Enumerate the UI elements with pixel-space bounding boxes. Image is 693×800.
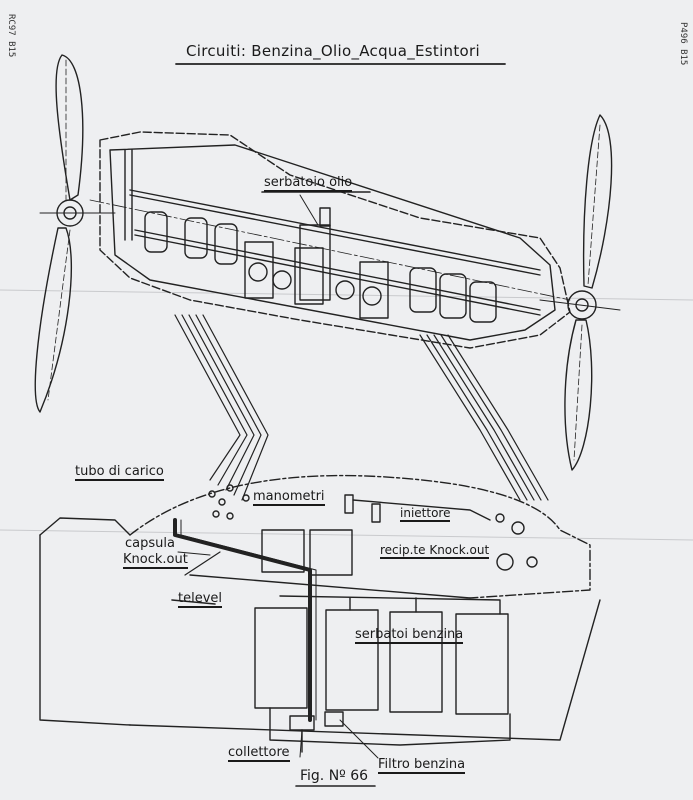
label-serbatoi-benzina: serbatoi benzina bbox=[355, 627, 464, 644]
manometer-gauges bbox=[208, 484, 250, 520]
cylinder-bank bbox=[144, 211, 497, 323]
label-collettore: collettore bbox=[228, 745, 290, 762]
label-iniettore: iniettore bbox=[400, 506, 451, 522]
label-tubo-di-carico: tubo di carico bbox=[75, 464, 164, 481]
diagram-title: Circuiti: Benzina_Olio_Acqua_Estintori bbox=[186, 42, 480, 60]
label-knock-out: Knock.out bbox=[123, 552, 188, 569]
oil-tank bbox=[248, 207, 382, 306]
engine-assembly bbox=[89, 131, 571, 349]
upper-tanks bbox=[261, 529, 353, 576]
label-manometri: manometri bbox=[253, 489, 325, 506]
label-recip-knock-out: recip.te Knock.out bbox=[380, 543, 490, 559]
fuel-tanks bbox=[254, 595, 509, 715]
fold-line bbox=[0, 289, 693, 301]
margin-note-right: P496 B15 bbox=[678, 22, 688, 66]
label-capsula: capsula bbox=[125, 536, 175, 551]
filler-pipe bbox=[173, 518, 312, 722]
fold-line bbox=[0, 529, 693, 541]
right-propeller bbox=[539, 114, 621, 471]
pipe-bundle bbox=[174, 314, 549, 501]
injector-parts bbox=[344, 494, 538, 571]
fuselage-outline bbox=[39, 474, 601, 741]
margin-note-left: RC97 B15 bbox=[6, 14, 16, 58]
label-televel: televel bbox=[178, 591, 223, 608]
label-serbatoio-olio: serbatoio olio bbox=[264, 175, 353, 192]
label-filtro-benzina: Filtro benzina bbox=[378, 757, 466, 774]
figure-caption: Fig. Nº 66 bbox=[300, 768, 369, 784]
left-propeller bbox=[34, 54, 116, 413]
